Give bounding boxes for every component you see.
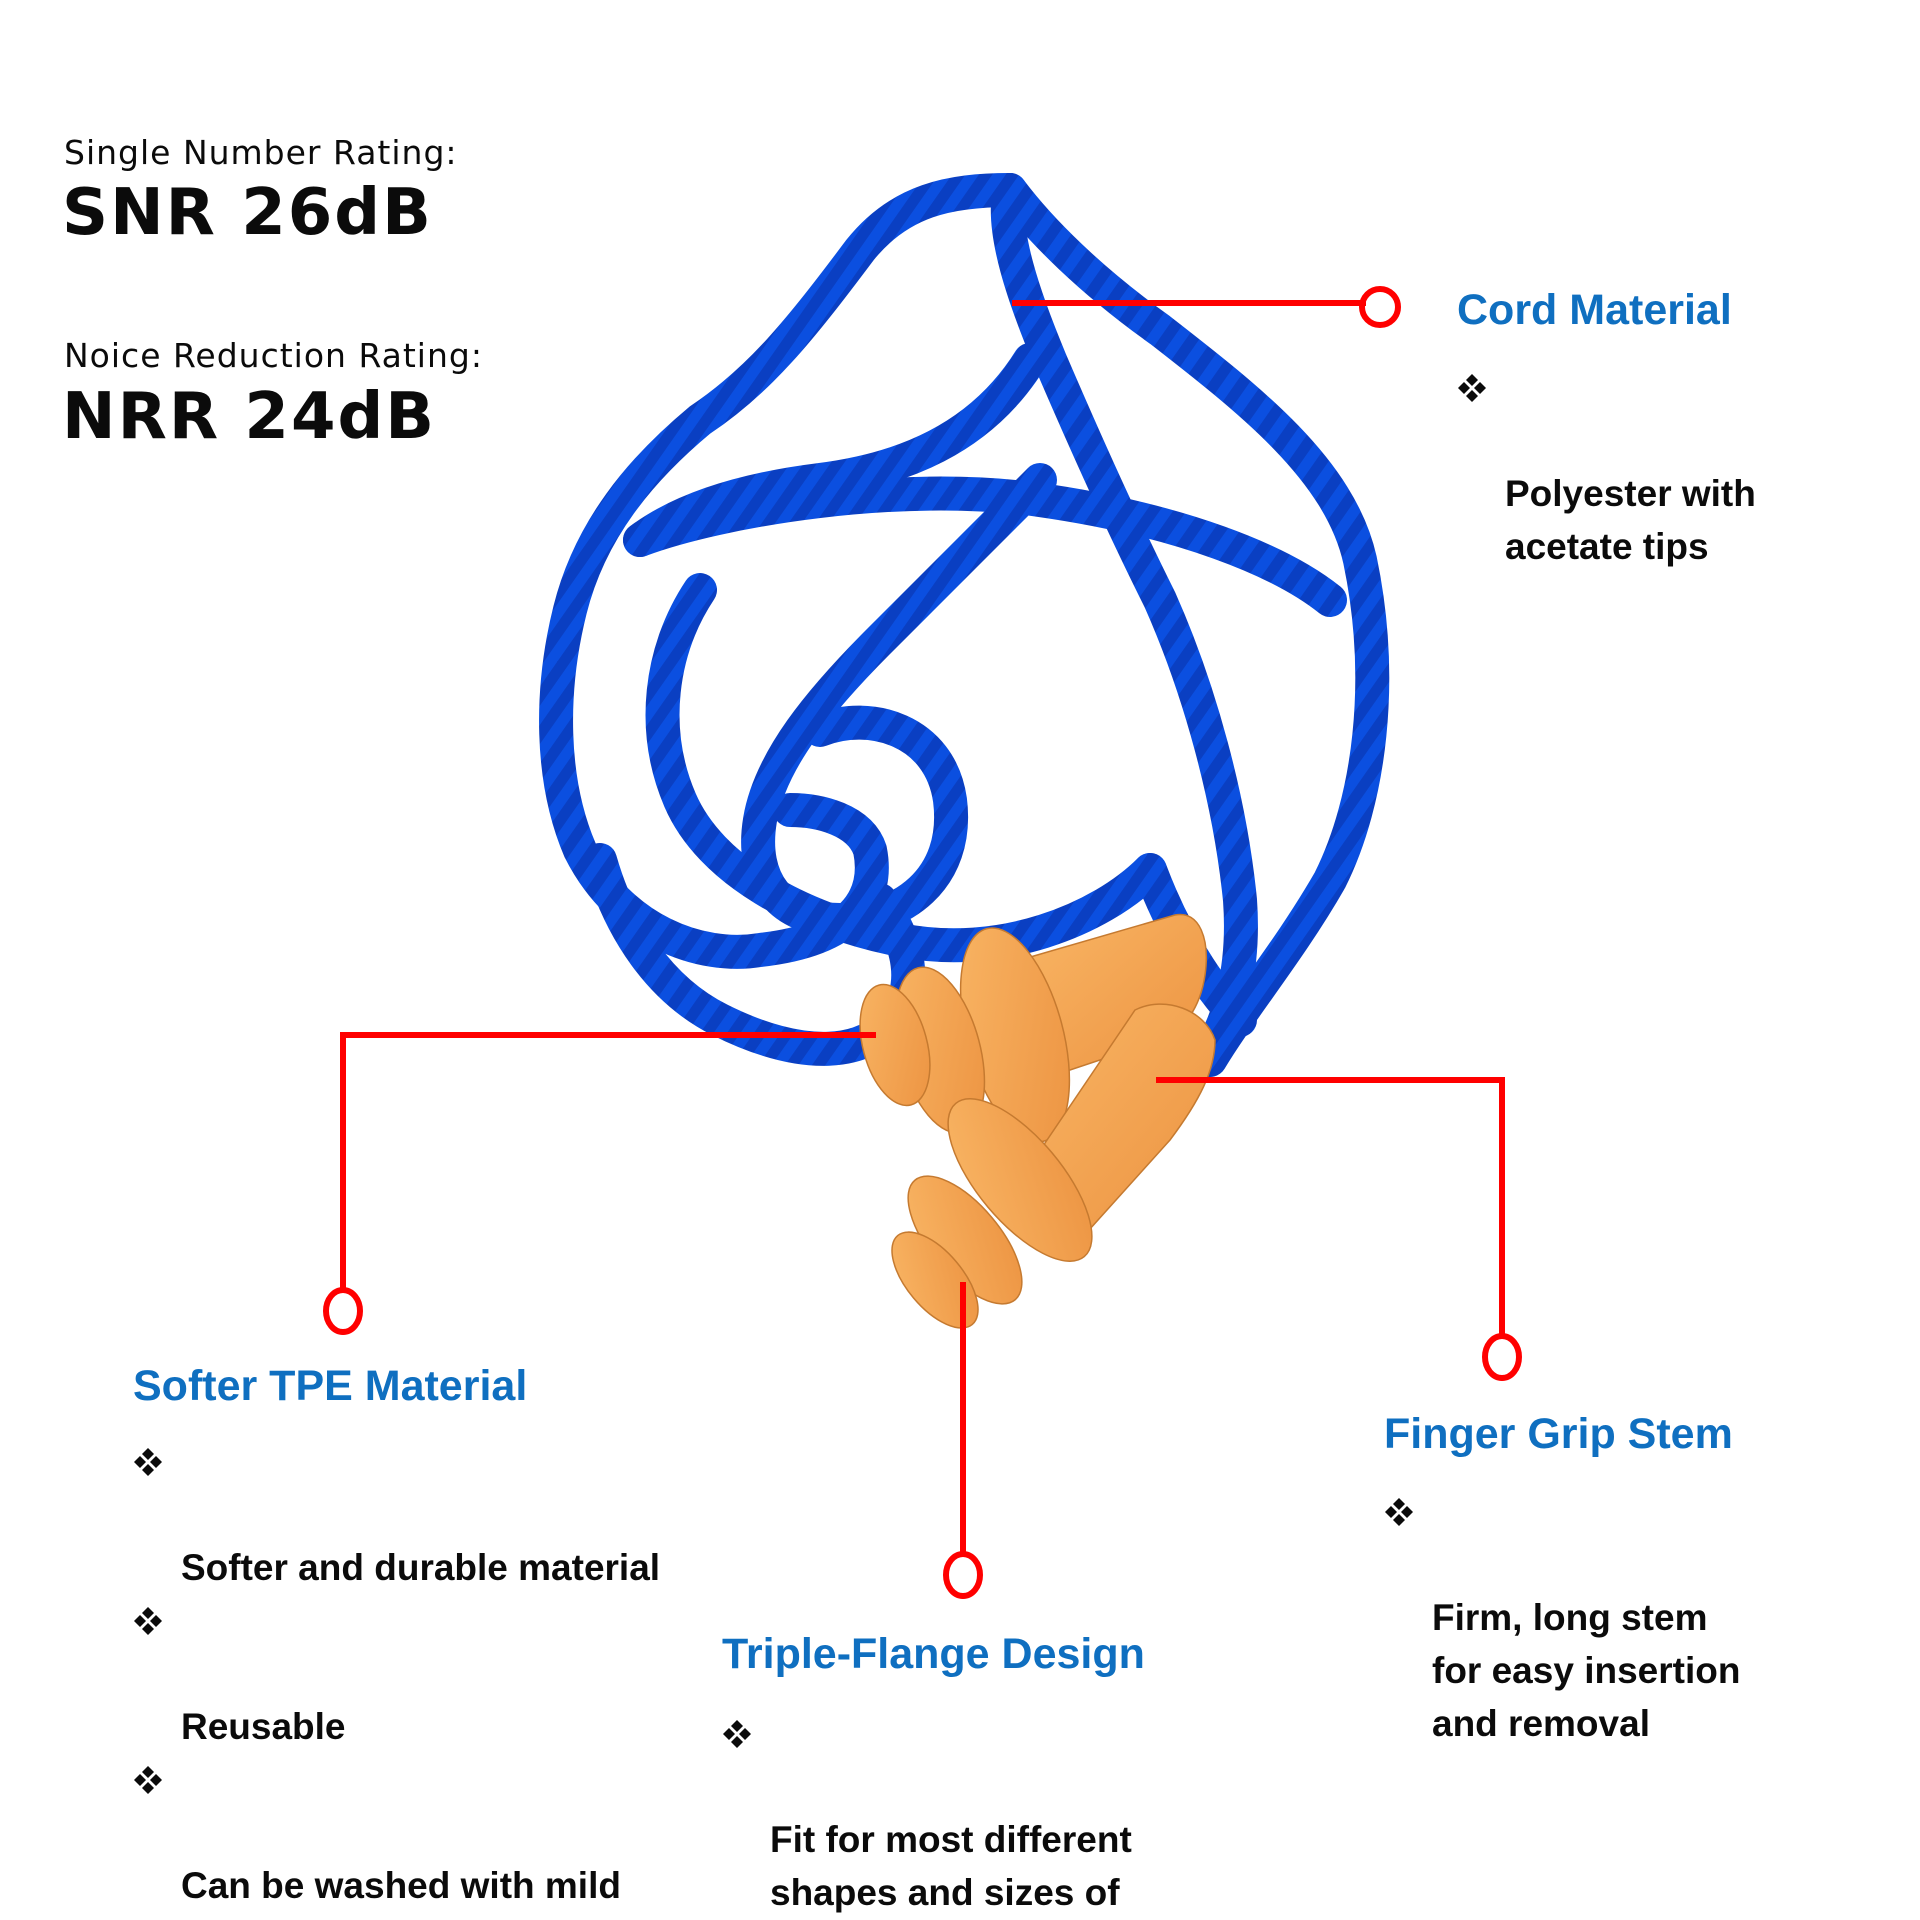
triple-flange-text: Fit for most different shapes and sizes … — [770, 1819, 1132, 1913]
triple-flange-title: Triple-Flange Design — [722, 1630, 1145, 1678]
finger-grip-text: Firm, long stem for easy insertion and r… — [1432, 1597, 1741, 1744]
earplug-upper-icon — [859, 913, 1207, 1143]
diamond-bullet-icon — [1458, 374, 1486, 402]
snr-value: SNR 26dB — [62, 176, 433, 250]
grip-leader-line — [1156, 1077, 1505, 1336]
diamond-bullet-icon — [1385, 1498, 1413, 1526]
tpe-material-list: Softer and durable material Reusable Can… — [133, 1435, 660, 1920]
tpe-material-text: Can be washed with mild detergent — [181, 1865, 621, 1920]
tpe-material-item: Can be washed with mild detergent — [133, 1753, 660, 1920]
cord-material-title: Cord Material — [1457, 286, 1732, 334]
cord-material-list: Polyester with acetate tips — [1457, 361, 1756, 573]
triple-flange-item: Fit for most different shapes and sizes … — [722, 1707, 1132, 1920]
cord-material-text: Polyester with acetate tips — [1505, 473, 1756, 567]
tpe-material-text: Reusable — [181, 1706, 346, 1747]
diamond-bullet-icon — [723, 1720, 751, 1748]
finger-grip-item: Firm, long stem for easy insertion and r… — [1384, 1485, 1740, 1750]
tpe-material-item: Softer and durable material — [133, 1435, 660, 1594]
cord-material-item: Polyester with acetate tips — [1457, 361, 1756, 573]
snr-label: Single Number Rating: — [64, 133, 458, 172]
cord-icon — [539, 173, 1390, 1077]
triple-flange-list: Fit for most different shapes and sizes … — [722, 1707, 1132, 1920]
diamond-bullet-icon — [134, 1448, 162, 1476]
finger-grip-title: Finger Grip Stem — [1384, 1410, 1733, 1458]
finger-grip-list: Firm, long stem for easy insertion and r… — [1384, 1485, 1740, 1750]
grip-leader-circle — [1482, 1333, 1522, 1381]
tpe-material-item: Reusable — [133, 1594, 660, 1753]
tpe-material-title: Softer TPE Material — [133, 1362, 528, 1410]
cord-leader-circle — [1359, 286, 1401, 328]
tpe-material-text: Softer and durable material — [181, 1547, 661, 1588]
tpe-leader-line — [340, 1032, 876, 1290]
nrr-label: Noice Reduction Rating: — [64, 336, 483, 375]
diamond-bullet-icon — [134, 1766, 162, 1794]
diamond-bullet-icon — [134, 1607, 162, 1635]
earplug-lower-icon — [891, 1003, 1216, 1329]
tpe-leader-circle — [323, 1287, 363, 1335]
flange-leader-circle — [943, 1551, 983, 1599]
nrr-value: NRR 24dB — [62, 380, 437, 454]
leader-lines — [323, 286, 1522, 1599]
